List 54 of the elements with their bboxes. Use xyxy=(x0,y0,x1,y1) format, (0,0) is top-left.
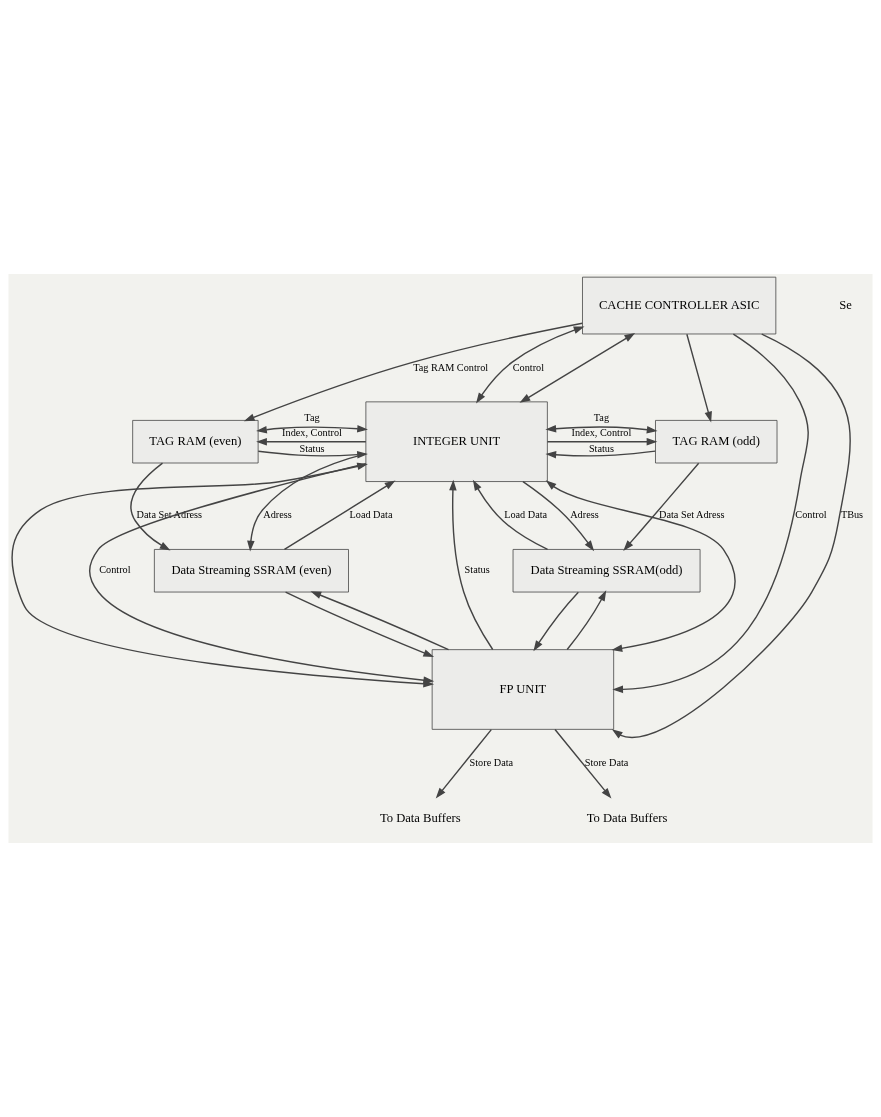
arrow xyxy=(476,326,585,404)
node-box: TAG RAM (even) xyxy=(132,420,259,464)
node-box: FP UNIT xyxy=(431,649,615,730)
edge-label: Control xyxy=(99,564,131,576)
arrow xyxy=(623,462,700,551)
edge-label: Status xyxy=(588,443,614,455)
node-box: TAG RAM (odd) xyxy=(655,420,778,464)
edge-label: Control xyxy=(795,509,827,521)
arrow xyxy=(283,480,396,551)
edge-label: Tag xyxy=(593,411,610,423)
arrow xyxy=(519,332,636,403)
arrow xyxy=(472,479,549,551)
edge-label: Status xyxy=(464,564,490,576)
arrow xyxy=(533,591,580,652)
arrow xyxy=(545,424,658,434)
arrow xyxy=(545,480,736,652)
arrow xyxy=(554,728,612,799)
edge-label: Data Set Adress xyxy=(659,509,725,521)
node-text: To Data Buffers xyxy=(586,810,668,825)
arrow xyxy=(256,425,368,434)
node-box: CACHE CONTROLLER ASIC xyxy=(582,276,777,335)
arrow xyxy=(310,591,450,651)
edge-label: Store Data xyxy=(469,756,514,768)
edge-label: Index, Control xyxy=(571,427,632,439)
edge-label: Store Data xyxy=(584,756,629,768)
arrow xyxy=(566,590,607,651)
arrow xyxy=(449,479,494,651)
arrow xyxy=(243,322,584,422)
arrow xyxy=(256,437,367,446)
arrow xyxy=(130,462,171,551)
edge-label: Load Data xyxy=(504,509,548,521)
edge-label: TBus xyxy=(840,509,864,521)
edge-label: Status xyxy=(299,443,325,455)
arrow xyxy=(686,333,712,423)
edge-label: Data Set Adress xyxy=(136,509,203,521)
label: Se xyxy=(839,297,852,312)
arrow xyxy=(284,591,435,658)
edge-label: Adress xyxy=(263,509,292,521)
arrow xyxy=(612,333,809,694)
arrow xyxy=(522,480,595,552)
edge-label: Control xyxy=(512,361,545,373)
edge-label: Adress xyxy=(570,509,599,521)
arrow xyxy=(545,450,656,459)
arrow xyxy=(435,728,492,799)
node-box: Data Streaming SSRAM(odd) xyxy=(512,549,701,593)
arrow xyxy=(611,333,851,739)
edge-label: Index, Control xyxy=(282,427,342,439)
arrow xyxy=(546,437,658,446)
node-box: INTEGER UNIT xyxy=(365,401,548,482)
node-text: To Data Buffers xyxy=(379,810,461,825)
node-box: Data Streaming SSRAM (even) xyxy=(153,549,349,593)
edge-label: Tag xyxy=(304,411,320,423)
edge-label: Load Data xyxy=(349,509,393,521)
edge-label: Tag RAM Control xyxy=(413,361,489,373)
